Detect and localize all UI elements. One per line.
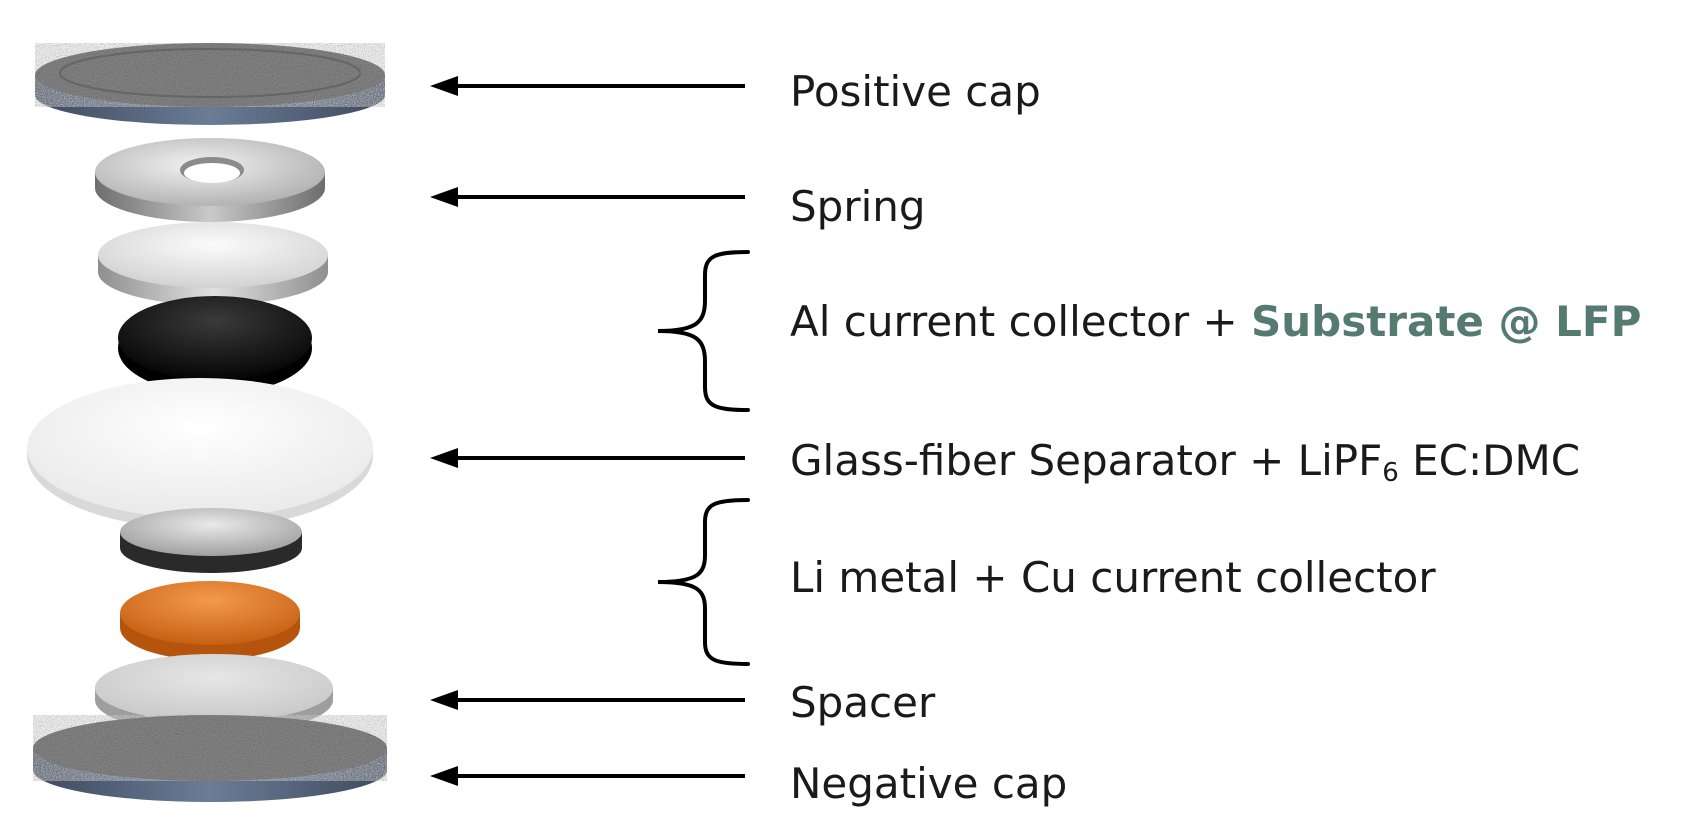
label-negative-cap: Negative cap xyxy=(790,759,1068,808)
braces xyxy=(657,250,750,666)
label-cathode-prefix: Al current collector + xyxy=(790,297,1251,346)
label-spacer: Spacer xyxy=(790,678,936,727)
arrows xyxy=(430,76,745,786)
glass-fiber-separator-part xyxy=(27,378,373,529)
label-spring: Spring xyxy=(790,182,926,231)
brace-cathode xyxy=(657,250,750,412)
label-separator-subscript: 6 xyxy=(1382,458,1399,488)
label-anode: Li metal + Cu current collector xyxy=(790,553,1436,602)
substrate-lfp-part xyxy=(118,296,312,394)
label-separator-suffix: EC:DMC xyxy=(1398,436,1581,485)
al-current-collector-part xyxy=(98,222,328,305)
spring-part xyxy=(95,138,325,222)
label-cathode-highlight: Substrate @ LFP xyxy=(1251,297,1642,346)
negative-cap-part xyxy=(33,715,387,802)
positive-cap-part xyxy=(35,43,385,125)
brace-anode xyxy=(657,498,750,666)
cu-current-collector-part xyxy=(120,581,300,660)
label-positive-cap: Positive cap xyxy=(790,67,1041,116)
li-metal-part xyxy=(120,508,302,573)
label-separator: Glass-fiber Separator + LiPF6 EC:DMC xyxy=(790,440,1580,487)
label-cathode: Al current collector + Substrate @ LFP xyxy=(790,301,1641,343)
label-separator-prefix: Glass-fiber Separator + LiPF xyxy=(790,436,1383,485)
